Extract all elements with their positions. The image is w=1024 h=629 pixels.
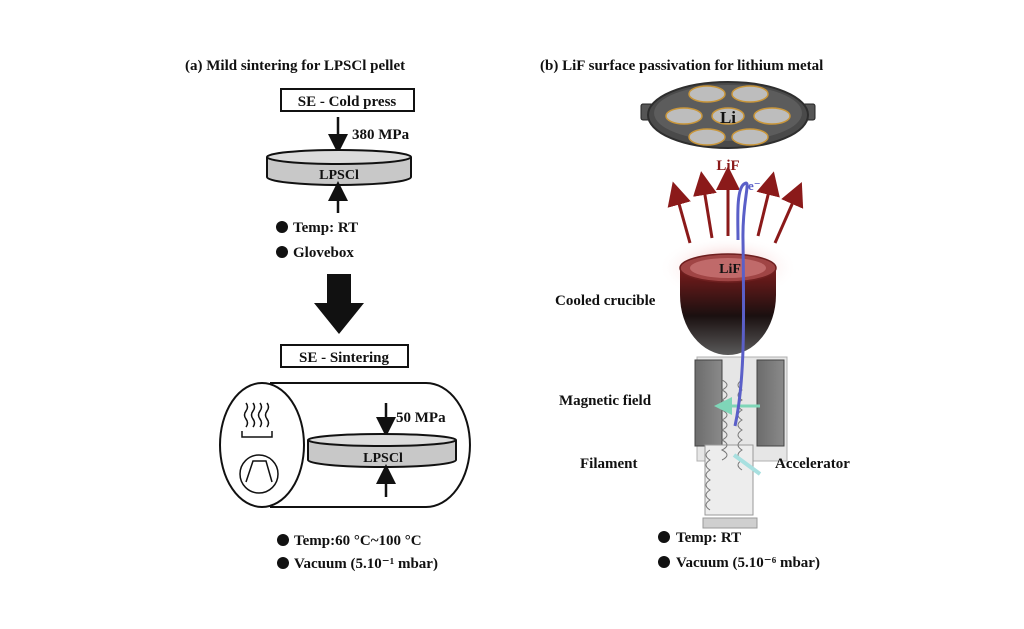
heater-icon: [241, 402, 273, 438]
lpscl-pellet-2: LPSCl: [307, 433, 457, 468]
electron-gun: [694, 356, 788, 529]
crucible-label: Cooled crucible: [555, 293, 656, 309]
sintering-label: SE - Sintering: [299, 350, 390, 366]
electron-label: e⁻: [748, 178, 761, 193]
cold-press-pressure: 380 MPa: [352, 127, 410, 143]
pellet-1-label: LPSCl: [319, 168, 359, 183]
cold-press-label: SE - Cold press: [298, 94, 397, 110]
bullet-icon: [276, 246, 288, 258]
vacuum-pump-icon: [239, 454, 279, 494]
pellet-2-label: LPSCl: [363, 451, 403, 466]
sintering-temp: Temp:60 °C~100 °C: [294, 533, 422, 549]
filament-coil-icon: [705, 379, 743, 511]
passivation-temp: Temp: RT: [676, 530, 741, 546]
passivation-vacuum: Vacuum (5.10⁻⁶ mbar): [676, 555, 820, 571]
process-arrow-icon: [314, 274, 364, 334]
panel-b: (b) LiF surface passivation for lithium …: [540, 58, 850, 571]
li-foils: [665, 85, 791, 146]
li-label: Li: [720, 108, 736, 127]
lpscl-pellet-1: LPSCl: [266, 149, 412, 186]
bullet-icon: [277, 557, 289, 569]
cold-press-temp: Temp: RT: [293, 220, 358, 236]
accelerator-arrow: [732, 453, 762, 476]
vapor-flux-arrows: [667, 166, 804, 244]
magnetic-field-label: Magnetic field: [559, 393, 652, 409]
cooled-crucible: LiF: [679, 253, 777, 355]
furnace-chamber: [219, 382, 471, 508]
bullet-icon: [276, 221, 288, 233]
cold-press-env: Glovebox: [293, 245, 354, 261]
bullet-icon: [658, 556, 670, 568]
lif-vapor-label: LiF: [716, 158, 739, 174]
filament-label: Filament: [580, 456, 638, 472]
cold-press-box: [280, 88, 415, 112]
bullet-icon: [658, 531, 670, 543]
crucible-lif-label: LiF: [719, 262, 741, 277]
panel-a: (a) Mild sintering for LPSCl pellet SE -…: [185, 58, 471, 572]
bullet-icon: [277, 534, 289, 546]
sintering-vacuum: Vacuum (5.10⁻¹ mbar): [294, 556, 438, 572]
electron-beam: [733, 181, 749, 427]
panel-a-title: (a) Mild sintering for LPSCl pellet: [185, 58, 405, 74]
sintering-pressure: 50 MPa: [396, 410, 446, 426]
accelerator-label: Accelerator: [775, 456, 850, 472]
panel-b-title: (b) LiF surface passivation for lithium …: [540, 58, 823, 74]
substrate-holder: Li: [640, 81, 816, 149]
sintering-box: [280, 344, 409, 368]
